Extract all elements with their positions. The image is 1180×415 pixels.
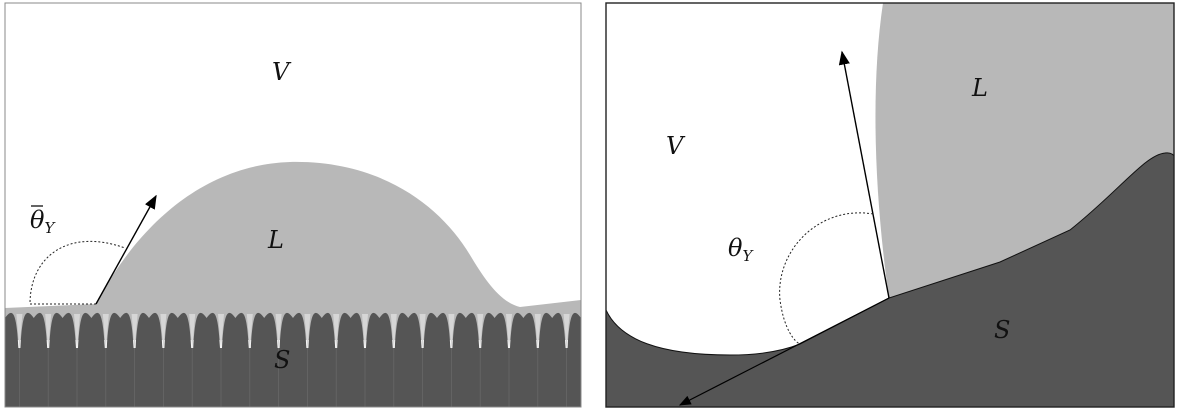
left-diagram-panel: V L S θY [0,0,590,410]
normal-vector-arrow [95,194,157,305]
tangent-arrow [678,297,890,406]
theta-y-bar-label: θY [30,206,56,237]
liquid-region [875,3,1174,298]
right-diagram-panel: V L S θY [600,0,1180,410]
surface-spike [506,314,512,350]
surface-spike [563,314,570,350]
surface-spike [131,314,138,350]
surface-spike [45,314,52,350]
normal-vector-arrow-right [838,50,890,299]
textured-solid [5,312,581,407]
solid-body [5,312,581,407]
liquid-label: L [267,226,284,254]
theta-y-label: θY [728,234,754,265]
surface-spike [534,314,541,350]
surface-spike [390,314,397,350]
contact-angle-arc-right [779,212,874,345]
surface-spike [275,314,282,350]
solid-region [606,152,1174,407]
surface-spike [419,314,426,350]
solid-label: S [274,346,290,374]
right-frame [605,2,1175,408]
liquid-droplet [5,161,581,340]
surface-spike [189,314,196,350]
surface-spike [160,314,167,350]
surface-spike [16,314,23,350]
vapor-label-right: V [666,132,686,160]
left-diagram-svg: V L S θY [4,2,582,408]
surface-spike [218,314,224,350]
surface-spike [102,314,109,350]
solid-label-right: S [994,316,1010,344]
surface-spike [333,314,340,350]
liquid-label-right: L [971,74,988,102]
contact-angle-arc [29,240,126,305]
surface-spike [477,314,484,350]
surface-spike [74,314,80,350]
surface-spike [362,314,368,350]
surface-spike [448,314,455,350]
left-frame [4,2,582,408]
surface-spike [246,314,253,350]
right-diagram-svg: V L S θY [605,2,1175,408]
surface-spike [304,314,311,350]
vapor-label: V [272,58,292,86]
